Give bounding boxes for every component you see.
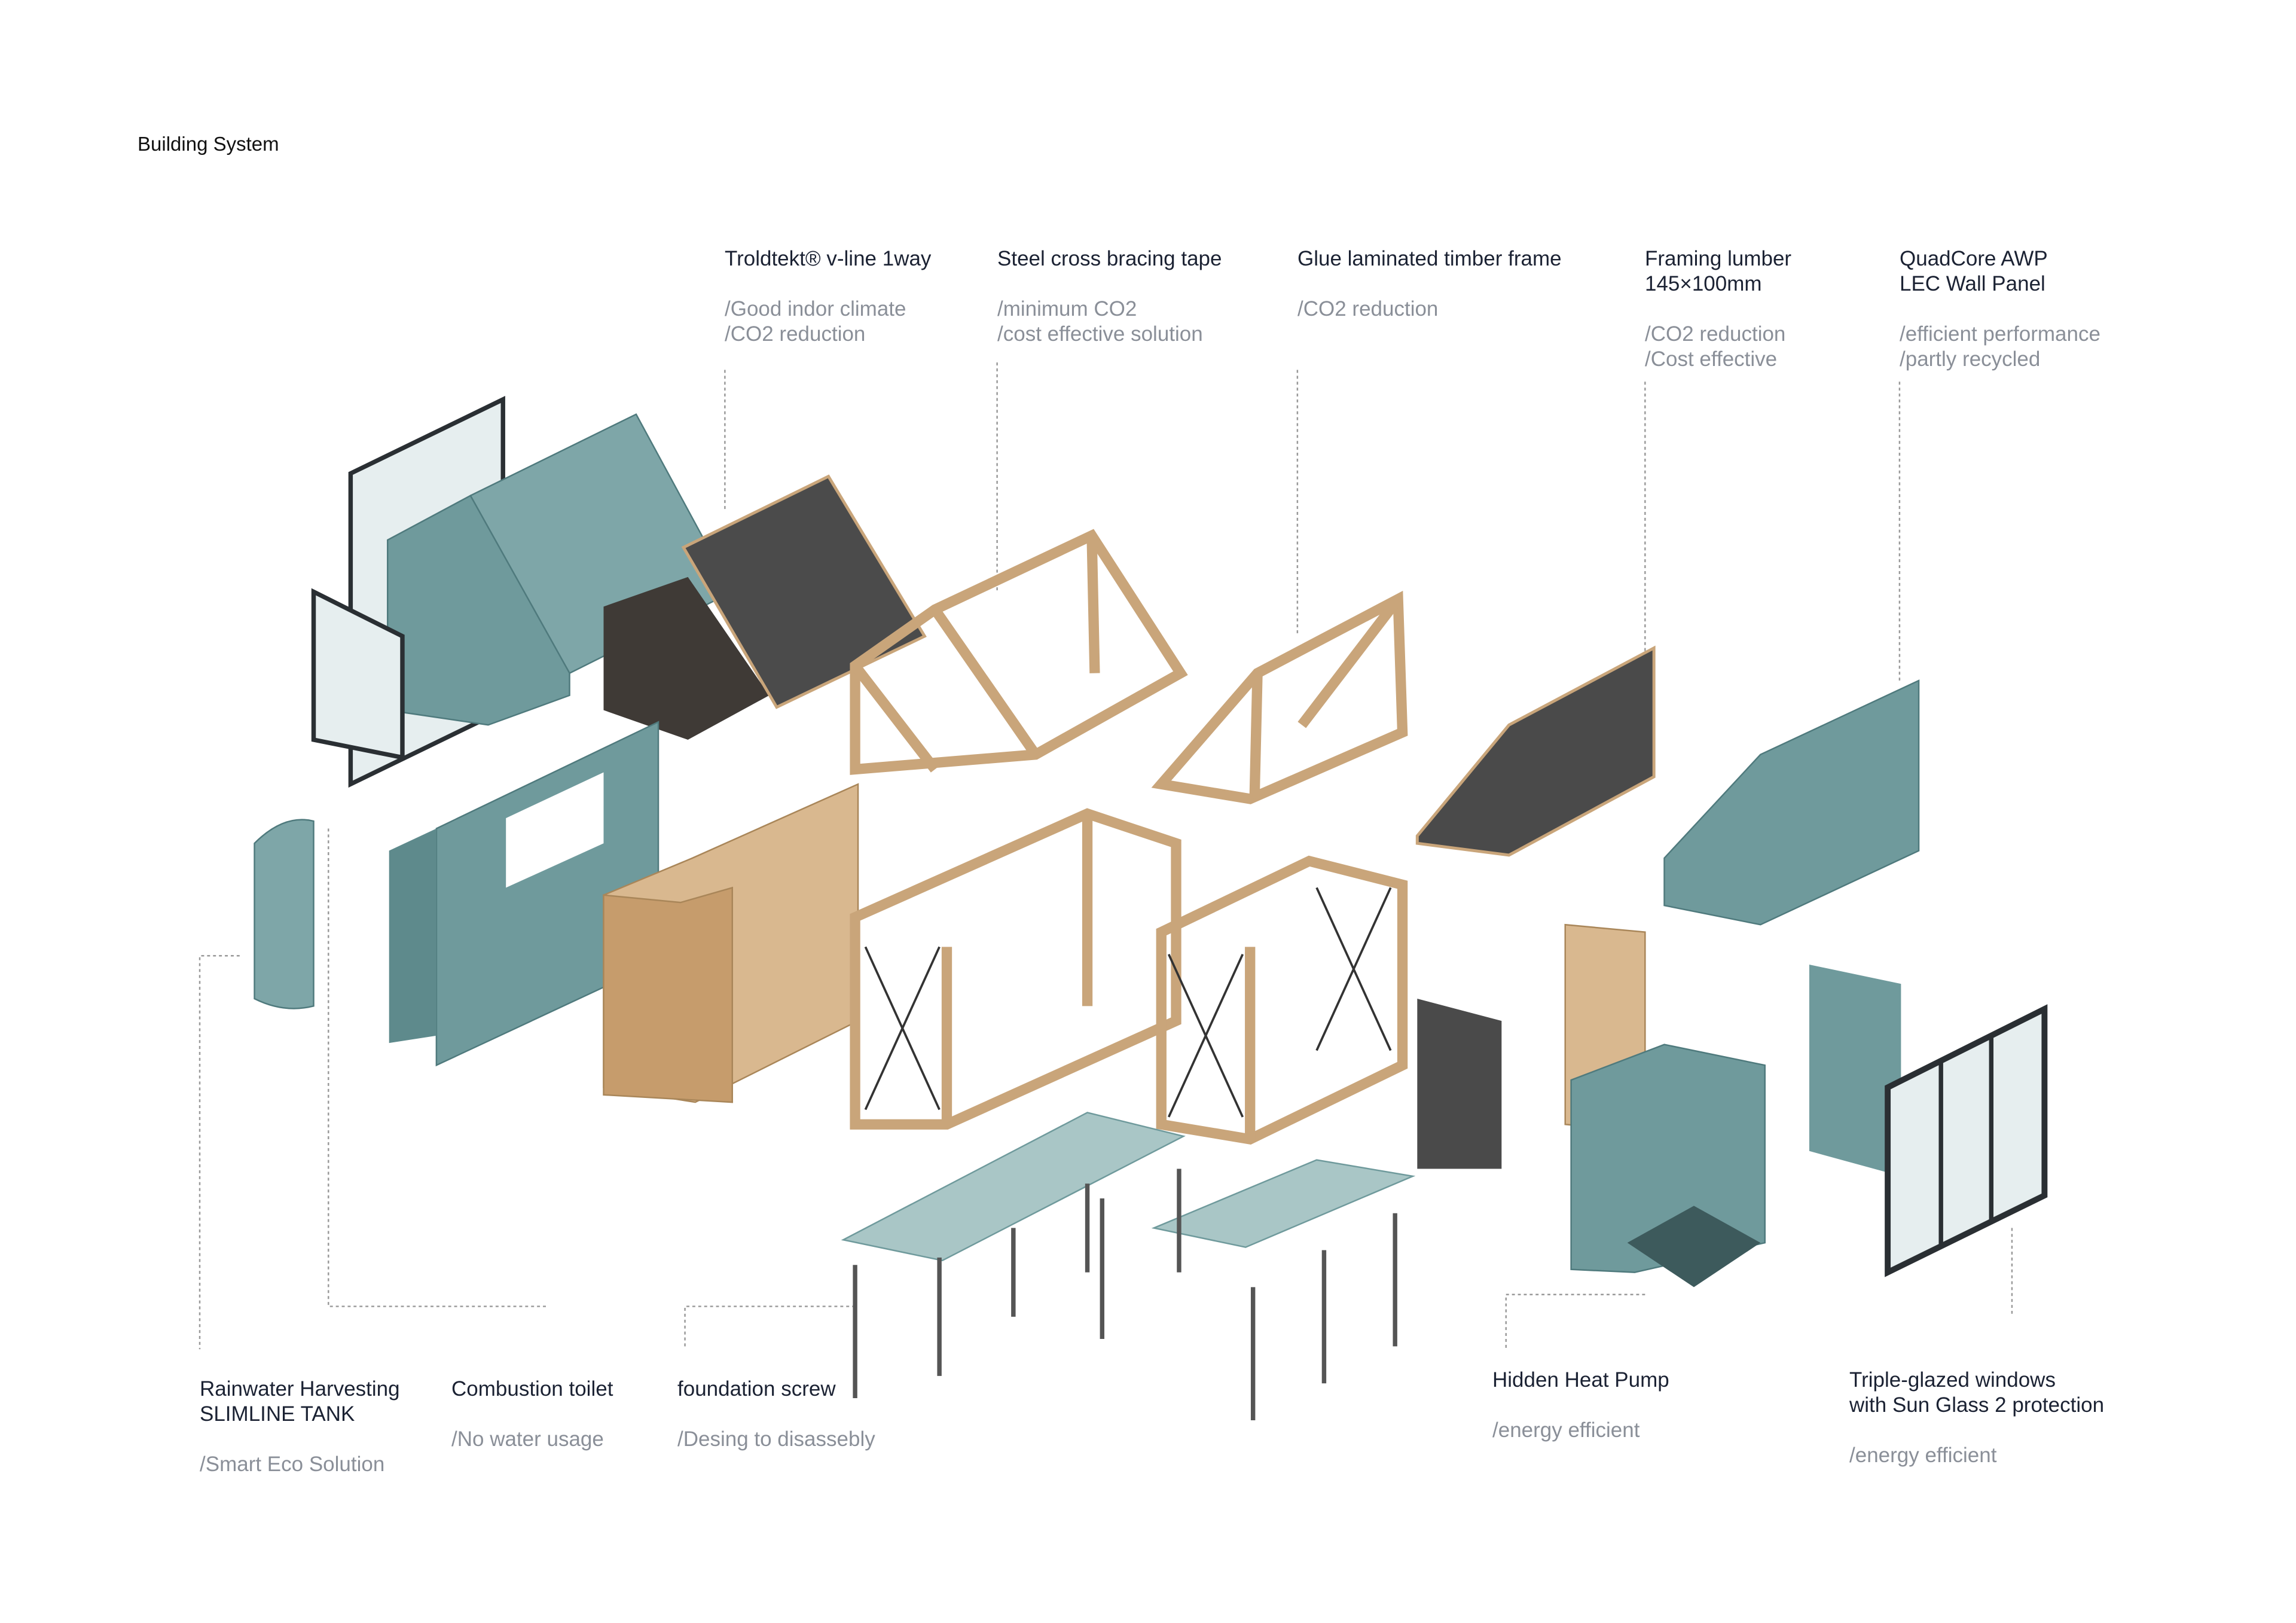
upper-left-roof-module <box>311 396 927 788</box>
label-note: /minimum CO2 <box>997 297 1137 321</box>
label-note: /partly recycled <box>1900 347 2041 371</box>
foundation-screws <box>853 1169 1397 1421</box>
label-note: /CO2 reduction <box>1645 322 1786 346</box>
leader-foundation <box>684 1305 856 1350</box>
label-title: Combustion toilet <box>451 1377 613 1401</box>
quadcore-panel <box>1663 679 1920 926</box>
label-windows: Triple-glazed windows with Sun Glass 2 p… <box>1849 1368 2104 1468</box>
page-title: Building System <box>138 133 279 155</box>
leader-toilet <box>328 828 548 1307</box>
upper-timber-frames <box>850 529 1408 804</box>
label-title: Steel cross bracing tape <box>997 247 1222 270</box>
label-foundation: foundation screw /Desing to disassebly <box>677 1377 875 1452</box>
label-heat-pump: Hidden Heat Pump /energy efficient <box>1492 1368 1669 1443</box>
label-title: foundation screw <box>677 1377 836 1401</box>
label-note: /cost effective solution <box>997 322 1203 346</box>
wall-panel-left <box>254 721 660 1067</box>
label-note: /No water usage <box>451 1427 604 1451</box>
label-note: /Smart Eco Solution <box>200 1453 385 1476</box>
label-note: /Good indor climate <box>725 297 906 321</box>
leader-lines <box>199 362 2013 1350</box>
label-rainwater: Rainwater Harvesting SLIMLINE TANK /Smar… <box>200 1377 400 1477</box>
label-note: /efficient performance <box>1900 322 2100 346</box>
triple-glazed-window <box>1809 965 2048 1277</box>
label-glulam: Glue laminated timber frame /CO2 reducti… <box>1297 246 1562 322</box>
kitchen-module <box>603 783 859 1103</box>
label-title: Troldtekt® v-line 1way <box>725 247 932 270</box>
label-note: /Cost effective <box>1645 347 1778 371</box>
label-note: /CO2 reduction <box>1297 297 1439 321</box>
leader-heatpump <box>1505 1293 1645 1350</box>
label-note: /energy efficient <box>1849 1444 1997 1467</box>
label-troldtekt: Troldtekt® v-line 1way /Good indor clima… <box>725 246 931 347</box>
heat-pump-module <box>1417 923 1766 1288</box>
lower-timber-frames <box>850 808 1408 1145</box>
label-note: /Desing to disassebly <box>677 1427 875 1451</box>
label-title: Glue laminated timber frame <box>1297 247 1562 270</box>
label-steel-bracing: Steel cross bracing tape /minimum CO2 /c… <box>997 246 1222 347</box>
label-title: Framing lumber 145×100mm <box>1645 247 1792 295</box>
label-note: /energy efficient <box>1492 1418 1640 1442</box>
label-title: Triple-glazed windows with Sun Glass 2 p… <box>1849 1368 2105 1417</box>
label-framing-lumber: Framing lumber 145×100mm /CO2 reduction … <box>1645 246 1791 372</box>
label-toilet: Combustion toilet /No water usage <box>451 1377 613 1452</box>
label-title: QuadCore AWP LEC Wall Panel <box>1900 247 2048 295</box>
floor-panels <box>841 1112 1416 1262</box>
leader-rainwater <box>199 954 240 1350</box>
cross-bracing <box>864 887 1392 1118</box>
label-note: /CO2 reduction <box>725 322 866 346</box>
label-title: Hidden Heat Pump <box>1492 1368 1669 1392</box>
right-felt-panel <box>1415 645 1656 857</box>
label-title: Rainwater Harvesting SLIMLINE TANK <box>200 1377 400 1426</box>
label-quadcore: QuadCore AWP LEC Wall Panel /efficient p… <box>1900 246 2100 372</box>
